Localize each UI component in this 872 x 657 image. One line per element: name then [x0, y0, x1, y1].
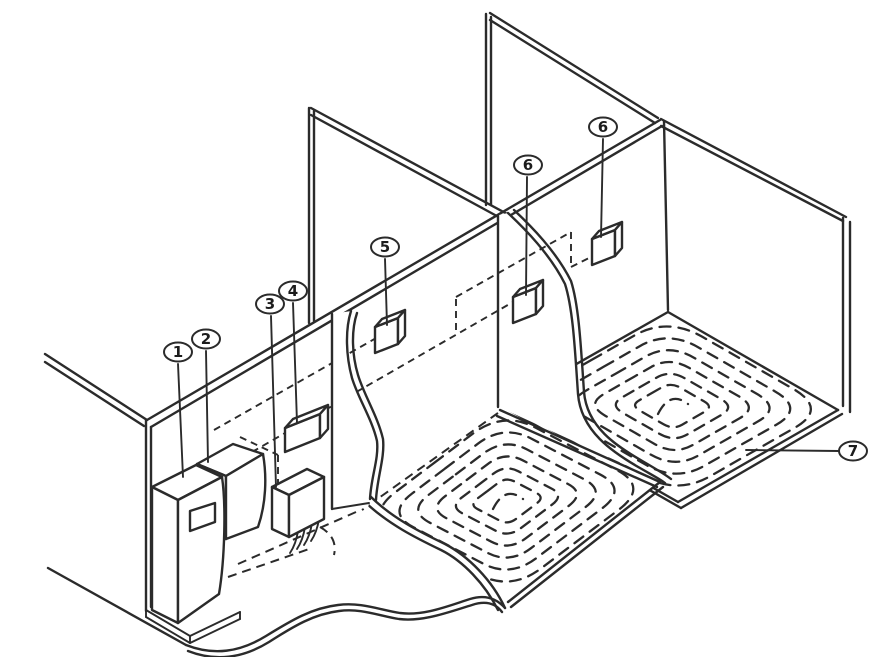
partition-wall-right-upper	[484, 11, 660, 207]
left-floor-edge	[46, 566, 188, 647]
callout-5: 5	[370, 236, 400, 326]
floor-heating-coil-right	[532, 325, 812, 487]
floor-cut-edge	[184, 494, 507, 657]
back-wall	[145, 118, 664, 429]
room-thermostat-6-right	[590, 220, 624, 267]
unit-display-panel	[188, 501, 217, 533]
callout-6-middle: 6	[513, 154, 543, 296]
callout-3: 3	[255, 293, 285, 488]
wall-control-box	[283, 403, 330, 454]
callout-7-label: 7	[848, 442, 858, 460]
heating-manifold	[270, 467, 326, 539]
unit-base-plinth	[145, 609, 241, 645]
callout-1-label: 1	[173, 343, 183, 361]
room-thermostat-6-middle	[511, 278, 545, 325]
callout-5-label: 5	[380, 238, 390, 256]
callout-1: 1	[163, 341, 193, 478]
floor-heating-coil-middle	[379, 419, 635, 583]
callout-6-right-label: 6	[598, 118, 608, 136]
hidden-floor-edge	[361, 412, 499, 511]
callout-2-label: 2	[201, 330, 211, 348]
callout-6-middle-label: 6	[523, 156, 533, 174]
partition-wall-left-upper	[307, 106, 511, 325]
room-thermostat-5	[373, 308, 407, 355]
heat-pump-indoor-unit	[145, 463, 241, 645]
callout-7: 7	[745, 440, 868, 462]
partition-wall-left-cutaway	[330, 309, 385, 511]
callout-3-label: 3	[265, 295, 275, 313]
back-corner-edge	[662, 119, 670, 312]
callout-4: 4	[278, 280, 308, 424]
right-end-wall	[659, 117, 852, 414]
callout-6-right: 6	[588, 116, 618, 238]
callout-4-label: 4	[288, 282, 298, 300]
callout-2: 2	[191, 328, 221, 463]
